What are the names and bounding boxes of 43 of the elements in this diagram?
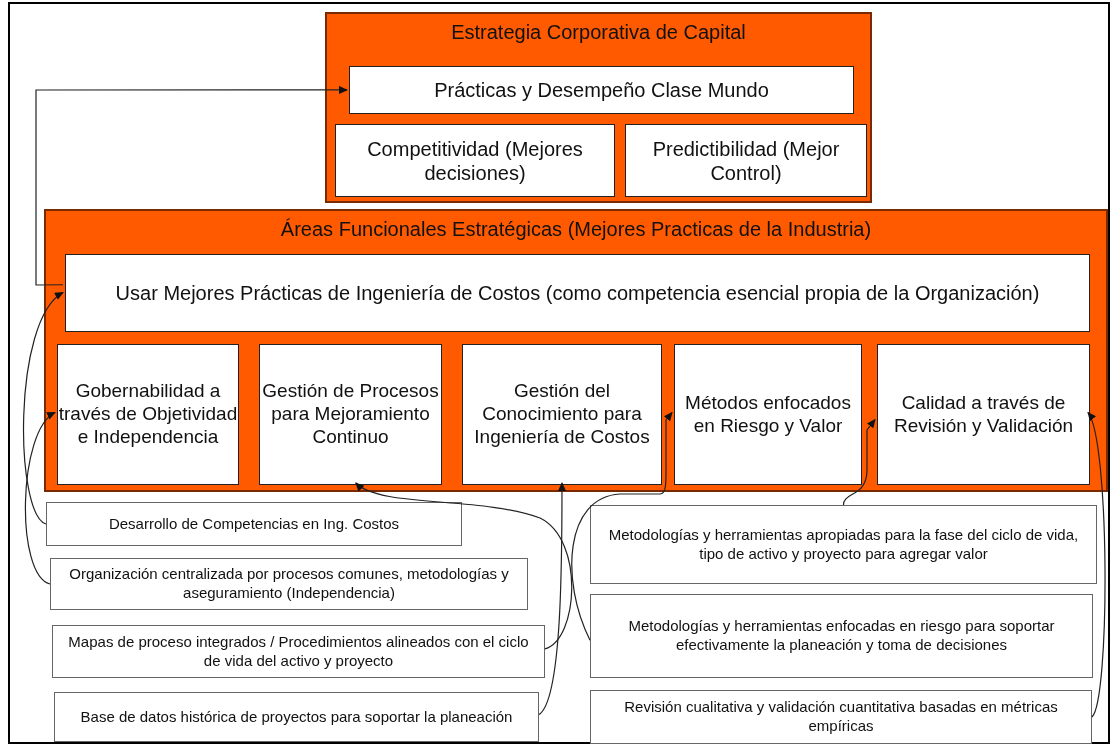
area-box xyxy=(462,344,662,485)
area-box xyxy=(877,344,1090,485)
enabler-box xyxy=(590,594,1093,678)
enabler-box xyxy=(54,692,539,742)
practice-box xyxy=(65,254,1090,332)
arrow xyxy=(842,418,876,506)
arrow xyxy=(355,482,573,650)
box-text: Mapas de proceso integrados / Procedimientos alineados con el ciclo de vida del activo y proyecto xyxy=(67,632,530,671)
box-text: Metodologías y herramientas apropiadas para la fase del ciclo de vida, tipo de activo y proyecto para agregar valor xyxy=(607,525,1080,564)
enabler-box xyxy=(590,690,1092,744)
box-text: Desarrollo de Competencias en Ing. Costos xyxy=(108,514,400,534)
arrow xyxy=(23,291,64,525)
enabler-box xyxy=(52,625,545,678)
enabler-box xyxy=(590,505,1097,584)
panel-title: Áreas Funcionales Estratégicas (Mejores Practicas de la Industria) xyxy=(280,217,872,241)
strategy-box xyxy=(335,124,615,197)
panel-title: Estrategia Corporativa de Capital xyxy=(451,20,746,44)
functional-areas-panel xyxy=(44,209,1108,492)
box-text: Gestión de Procesos para Mejoramiento Continuo xyxy=(261,380,440,449)
area-box xyxy=(259,344,442,485)
practice-box xyxy=(349,66,854,114)
enabler-box xyxy=(46,502,462,546)
box-text: Metodologías y herramientas enfocadas en riesgo para soportar efectivamente la planeación y toma de decisiones xyxy=(627,617,1056,655)
box-text: Prácticas y Desempeño Clase Mundo xyxy=(434,78,769,102)
box-text: Gestión del Conocimiento para Ingeniería de Costos xyxy=(473,380,651,449)
box-text: Métodos enfocados en Riesgo y Valor xyxy=(684,391,852,438)
arrow xyxy=(571,411,673,641)
box-text: Gobernabilidad a través de Objetividad e Independencia xyxy=(58,380,238,449)
area-box xyxy=(674,344,862,485)
arrow xyxy=(538,482,566,716)
area-box xyxy=(57,344,239,485)
arrow xyxy=(35,85,348,286)
box-text: Organización centralizada por procesos comunes, metodologías y aseguramiento (Independencia) xyxy=(68,565,510,603)
enabler-box xyxy=(50,558,528,610)
box-text: Base de datos histórica de proyectos para soportar la planeación xyxy=(80,707,513,727)
box-text: Competitividad (Mejores decisiones) xyxy=(366,136,584,185)
box-text: Revisión cualitativa y validación cuantitativa basadas en métricas empíricas xyxy=(623,698,1059,736)
box-text: Predictibilidad (Mejor Control) xyxy=(651,136,841,185)
strategy-panel xyxy=(325,12,872,203)
arrow xyxy=(24,411,56,585)
strategy-box xyxy=(625,124,867,197)
box-text: Calidad a través de Revisión y Validación xyxy=(892,391,1075,438)
box-text: Usar Mejores Prácticas de Ingeniería de Costos (como competencia esencial propia de la Organización) xyxy=(115,281,1040,305)
